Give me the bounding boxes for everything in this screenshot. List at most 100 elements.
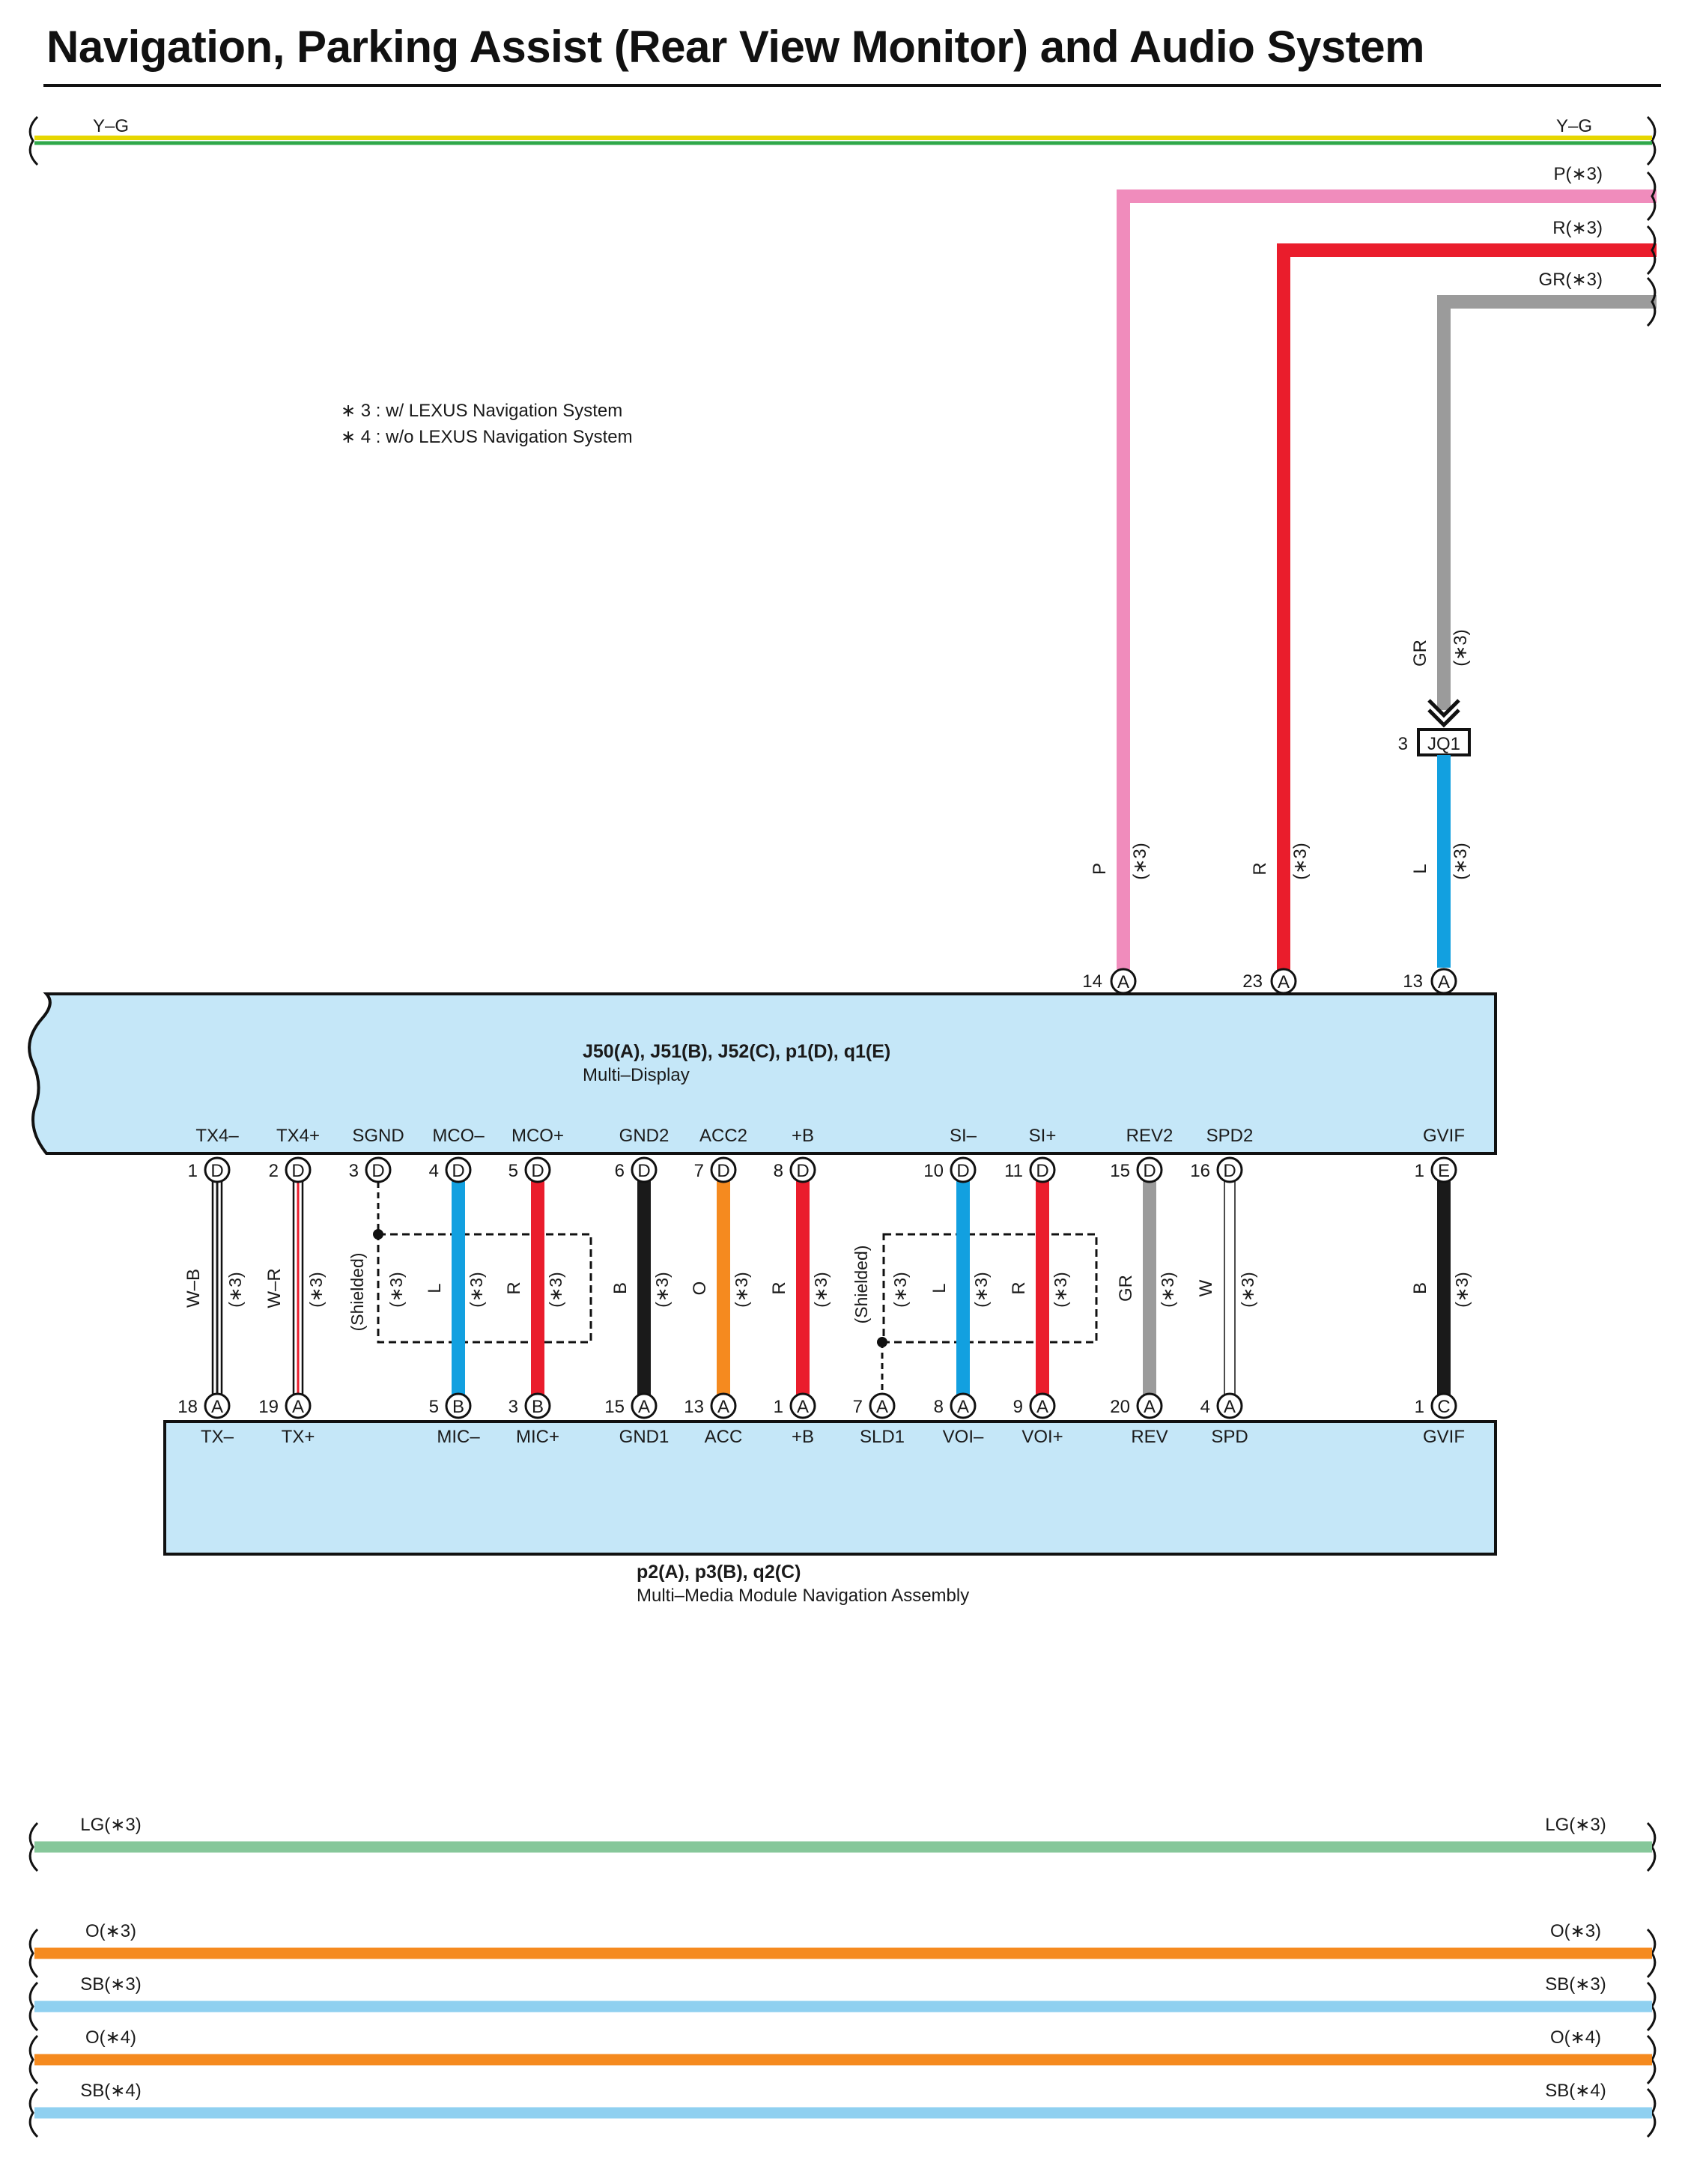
pin-number: 15	[604, 1397, 625, 1417]
connector-pin	[631, 1156, 658, 1183]
connector-pin	[285, 1392, 312, 1419]
pin-number: 3	[508, 1397, 518, 1417]
connector-pin-letter: A	[1224, 1397, 1236, 1417]
connector-pin	[1029, 1392, 1056, 1419]
pin-number: 19	[258, 1397, 279, 1417]
connector-pin	[1430, 1392, 1457, 1419]
signal-label: +B	[792, 1126, 814, 1146]
wire-note-label: (∗3)	[546, 1272, 565, 1307]
connector-pin-letter: C	[1437, 1397, 1450, 1417]
signal-label: MIC+	[516, 1427, 559, 1447]
signal-label: SLD1	[860, 1427, 905, 1447]
connector-pin-letter: A	[717, 1397, 729, 1417]
wire-color-label: R	[504, 1281, 524, 1294]
shield-junction-dot	[373, 1229, 383, 1240]
wire-note-label: (∗3)	[386, 1272, 406, 1307]
wire-note-label: (∗3)	[1238, 1272, 1257, 1307]
wire-note-label: (∗3)	[1130, 843, 1150, 879]
connector-pin	[204, 1156, 231, 1183]
pin-number: 4	[1200, 1397, 1210, 1417]
pin-number: 3	[349, 1161, 359, 1181]
pin-number: 18	[177, 1397, 198, 1417]
shield-box	[882, 1233, 1098, 1344]
connector-pin	[1029, 1156, 1056, 1183]
feed-wire-label: GR(∗3)	[1539, 270, 1603, 290]
footnote-text: ∗ 4 : w/o LEXUS Navigation System	[341, 427, 633, 447]
signal-label: GND1	[619, 1427, 670, 1447]
navigation-assembly-component	[163, 1420, 1497, 1556]
connector-pin-letter: A	[1144, 1397, 1156, 1417]
pin-number: 7	[853, 1397, 863, 1417]
bus-end-bracket	[28, 1928, 39, 1979]
connector-pin	[524, 1156, 551, 1183]
wire-color-label: L	[425, 1283, 445, 1293]
wire-note-label: (∗3)	[971, 1272, 991, 1307]
connector-pin	[1136, 1156, 1163, 1183]
pin-number: 8	[934, 1397, 944, 1417]
bus-label: SB(∗3)	[80, 1974, 141, 1995]
feed-wire-pkb	[1277, 243, 1657, 981]
signal-label: +B	[792, 1427, 814, 1447]
bus-end-bracket	[28, 2087, 39, 2138]
connector-pin	[1216, 1392, 1243, 1419]
bus-label: SB(∗4)	[1545, 2081, 1606, 2101]
pin-number: 1	[774, 1397, 783, 1417]
signal-label: TX4+	[276, 1126, 320, 1146]
shield-box	[377, 1233, 592, 1344]
bus-label: SB(∗3)	[1545, 1974, 1606, 1995]
connector-pin	[365, 1156, 392, 1183]
bus-label: O(∗3)	[85, 1921, 136, 1941]
wire-note-label: (∗3)	[1158, 1272, 1177, 1307]
connector-pin	[204, 1392, 231, 1419]
signal-label: SGND	[352, 1126, 404, 1146]
pin-number: 9	[1013, 1397, 1023, 1417]
connector-pin	[869, 1392, 896, 1419]
connector-pin-letter: D	[452, 1161, 464, 1181]
pin-number: 11	[1004, 1161, 1023, 1181]
signal-label: ACC2	[699, 1126, 747, 1146]
connector-pin	[1136, 1392, 1163, 1419]
wire-color-label: B	[610, 1282, 631, 1294]
bus-label: O(∗3)	[1550, 1921, 1601, 1941]
signal-label: VOI–	[943, 1427, 984, 1447]
pin-number: 1	[1415, 1397, 1424, 1417]
bus-label: SB(∗4)	[80, 2081, 141, 2101]
connector-pin-letter: D	[371, 1161, 384, 1181]
connector-pin-letter: D	[717, 1161, 729, 1181]
pin-number: 1	[188, 1161, 198, 1181]
connector-pin	[1216, 1156, 1243, 1183]
bus-label: O(∗4)	[85, 2027, 136, 2048]
pin-number: 13	[1403, 971, 1423, 992]
wire-color-label: O	[690, 1281, 710, 1296]
connector-pin	[710, 1392, 737, 1419]
connector-pin-letter: D	[1223, 1161, 1236, 1181]
signal-label: TX4–	[195, 1126, 239, 1146]
connector-pin-letter: A	[211, 1397, 223, 1417]
signal-label: SI–	[950, 1126, 977, 1146]
wire-note-label: (∗3)	[1451, 843, 1471, 879]
title-divider	[43, 84, 1661, 87]
connector-pin-letter: A	[1278, 972, 1290, 992]
wire-note-label: (∗3)	[652, 1272, 672, 1307]
connector-pin-letter: B	[532, 1397, 544, 1417]
connector-pin	[950, 1156, 977, 1183]
wire-color-label: B	[1410, 1282, 1430, 1294]
connector-pin	[710, 1156, 737, 1183]
connector-pin	[524, 1392, 551, 1419]
wire-note-label: (∗3)	[1451, 629, 1471, 666]
connector-pin-letter: D	[291, 1161, 304, 1181]
pin-number: 20	[1110, 1397, 1130, 1417]
pin-number: 5	[429, 1397, 439, 1417]
connector-pin-letter: B	[452, 1397, 464, 1417]
pin-number: 6	[615, 1161, 625, 1181]
multi-display-component	[28, 992, 1497, 1155]
wire-note-label: (∗3)	[811, 1272, 831, 1307]
connector-pin-letter: D	[531, 1161, 544, 1181]
pin-number: 13	[684, 1397, 704, 1417]
wire-color-label: W–B	[183, 1269, 204, 1308]
connector-pin-letter: D	[956, 1161, 969, 1181]
wire-note-label: (∗3)	[732, 1272, 751, 1307]
connector-pin	[789, 1156, 816, 1183]
connector-pin	[789, 1392, 816, 1419]
